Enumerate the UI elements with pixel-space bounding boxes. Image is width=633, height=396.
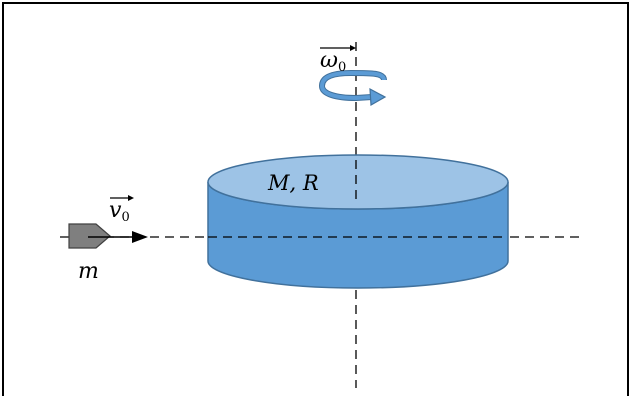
svg-text:ω0: ω0 xyxy=(320,48,346,75)
omega-label: ω0 xyxy=(320,45,356,75)
rotation-arrow-icon xyxy=(318,69,387,106)
velocity-arrow-icon xyxy=(88,231,148,243)
disk-label: M, R xyxy=(267,171,319,195)
disk-top xyxy=(207,154,509,210)
projectile-mass-label: m xyxy=(78,259,99,284)
velocity-label: v0 xyxy=(109,195,134,225)
svg-text:v0: v0 xyxy=(109,198,130,225)
projectile-icon xyxy=(68,223,111,249)
